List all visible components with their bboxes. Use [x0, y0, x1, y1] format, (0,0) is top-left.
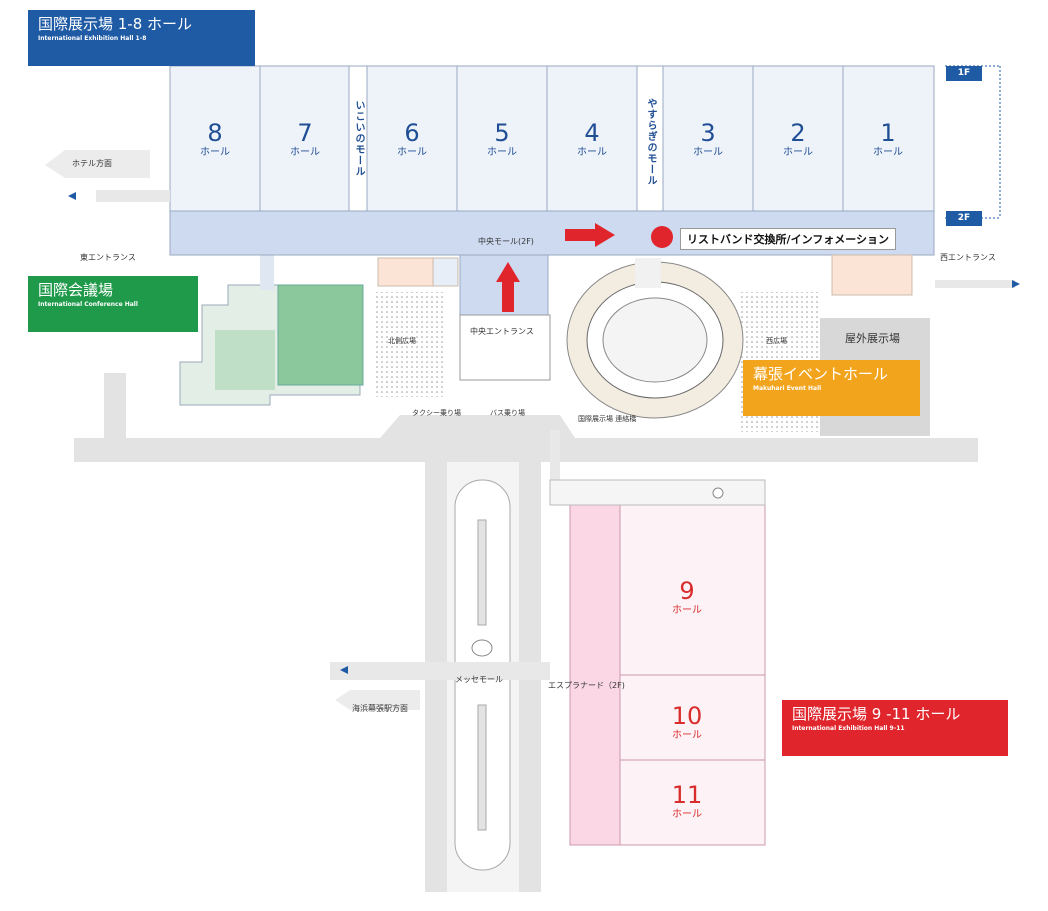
banner-hall-9-11: 国際展示場 9 -11 ホール International Exhibition…	[782, 700, 1008, 756]
floor-1f-badge: 1F	[946, 66, 982, 81]
conference-link	[260, 255, 274, 290]
central-entrance-plaza	[459, 314, 551, 381]
median-1	[477, 519, 487, 626]
banner-event-hall: 幕張イベントホール Makuhari Event Hall	[743, 360, 920, 416]
hall-9-block	[619, 504, 766, 676]
conference-sub	[215, 330, 275, 390]
red-arrow-right-shaft	[565, 229, 595, 241]
central-mall-label: 中央モール(2F)	[478, 237, 534, 246]
banner-hall-9-11-subtitle: International Exhibition Hall 9-11	[792, 725, 905, 732]
hotel-sign-bg	[45, 150, 150, 178]
halls-top-block	[169, 65, 935, 212]
hotel-direction-label: ホテル方面	[72, 159, 112, 168]
event-hall-floor	[602, 297, 708, 383]
taxi-label: タクシー乗り場	[412, 409, 461, 417]
west-path	[935, 280, 1015, 288]
esplanade-label: エスプラナード（2F)	[548, 681, 625, 690]
red-arrow-up-shaft	[502, 282, 514, 312]
red-arrow-up-head	[496, 262, 520, 282]
conference-main	[277, 284, 364, 386]
median-2	[477, 704, 487, 831]
wristband-info-label[interactable]: リストバンド交換所/インフォメーション	[680, 228, 897, 250]
main-road	[74, 438, 978, 462]
shop-block-2	[432, 257, 459, 287]
hall-9-entrance	[549, 479, 766, 506]
outdoor-exhibition-label: 屋外展示場	[845, 332, 900, 345]
messe-mall-label: メッセモール	[455, 675, 503, 684]
bus-label: バス乗り場	[490, 409, 525, 417]
banner-event-hall-subtitle: Makuhari Event Hall	[753, 385, 822, 392]
messe-crossroad	[330, 662, 550, 680]
banner-conference-title: 国際会議場	[38, 281, 114, 299]
esplanade-strip	[569, 504, 621, 846]
road-ramp	[380, 415, 575, 438]
connector-label: 国際展示場 連絡橋	[578, 415, 637, 423]
banner-hall-1-8: 国際展示場 1-8 ホール International Exhibition H…	[28, 10, 255, 66]
west-entrance-label: 西エントランス	[940, 253, 996, 262]
fountain	[471, 639, 493, 657]
banner-conference-subtitle: International Conference Hall	[38, 301, 138, 308]
hall-11-block	[619, 759, 766, 846]
central-entrance-label: 中央エントランス	[470, 327, 534, 336]
side-road-left	[104, 373, 126, 443]
north-plaza-area	[375, 292, 445, 397]
shop-block-3	[831, 254, 913, 296]
ikoi-mall-label: いこいのモール	[353, 100, 364, 177]
station-direction-label: 海浜幕張駅方面	[352, 704, 408, 713]
arrow-east	[1012, 280, 1020, 288]
yasuragi-mall-strip	[636, 65, 664, 212]
shop-block-1	[377, 257, 434, 287]
arrow-west-2	[68, 192, 76, 200]
hall-10-block	[619, 674, 766, 761]
arrow-west-1	[340, 666, 348, 674]
station-sign-bg	[335, 690, 420, 710]
banner-hall-9-11-title: 国際展示場 9 -11 ホール	[792, 705, 961, 723]
banner-conference: 国際会議場 International Conference Hall	[28, 276, 198, 332]
wristband-marker	[651, 226, 673, 248]
yasuragi-mall-label: やすらぎのモール	[645, 98, 656, 186]
banner-hall-1-8-subtitle: International Exhibition Hall 1-8	[38, 35, 147, 42]
north-plaza-label: 北側広場	[388, 337, 416, 345]
event-hall-link	[635, 258, 661, 288]
connector-path	[550, 430, 560, 500]
banner-event-hall-title: 幕張イベントホール	[753, 365, 889, 383]
banner-hall-1-8-title: 国際展示場 1-8 ホール	[38, 15, 193, 33]
red-arrow-right-head	[595, 223, 615, 247]
hotel-path	[96, 190, 170, 202]
floor-2f-badge: 2F	[946, 211, 982, 226]
west-plaza-label: 西広場	[766, 337, 787, 345]
east-entrance-label: 東エントランス	[80, 253, 136, 262]
